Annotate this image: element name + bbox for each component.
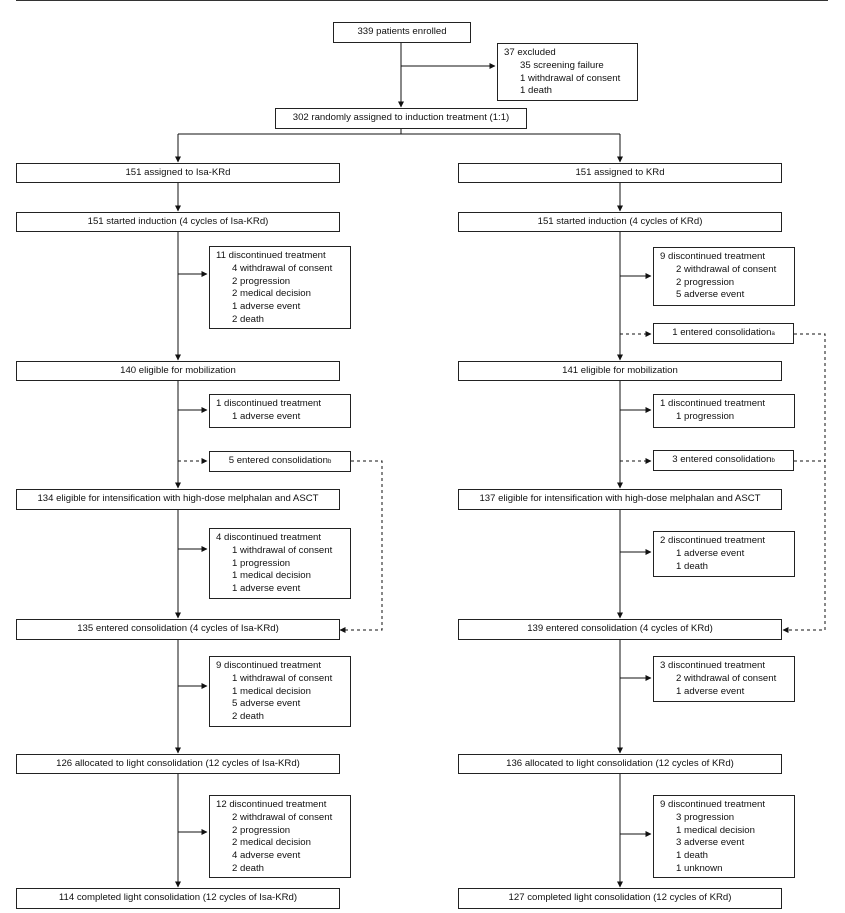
enrolled-text: 339 patients enrolled — [357, 26, 447, 38]
disc-item: 4 withdrawal of consent — [232, 262, 333, 274]
disc-item: 2 death — [232, 862, 265, 874]
disc-item: 2 withdrawal of consent — [676, 672, 777, 684]
disc-head: 9 discontinued treatment — [660, 799, 766, 810]
left-discontinued-box-2: 1 discontinued treatment 1 adverse event — [209, 394, 351, 428]
left-discontinued-box-5: 12 discontinued treatment 2 withdrawal o… — [209, 795, 351, 878]
disc-item: 2 progression — [676, 276, 735, 288]
right-discontinued-box-1: 9 discontinued treatment 2 withdrawal of… — [653, 247, 795, 306]
left-eligible-mob-text: 140 eligible for mobilization — [120, 364, 236, 376]
disc-item: 1 progression — [232, 557, 291, 569]
left-eligible-int-text: 134 eligible for intensification with hi… — [37, 493, 319, 505]
right-eligible-int-text: 137 eligible for intensification with hi… — [479, 493, 761, 505]
left-discontinued-box-1: 11 discontinued treatment 4 withdrawal o… — [209, 246, 351, 329]
disc-item: 1 adverse event — [676, 547, 745, 559]
right-allocated-text: 136 allocated to light consolidation (12… — [506, 757, 734, 769]
left-discontinued-box-4: 9 discontinued treatment 1 withdrawal of… — [209, 656, 351, 727]
disc-item: 5 adverse event — [232, 698, 301, 710]
top-rule — [16, 0, 828, 1]
disc-item: 1 medical decision — [232, 685, 311, 697]
disc-item: 2 progression — [232, 275, 291, 287]
right-assigned-text: 151 assigned to KRd — [575, 166, 665, 178]
excluded-head: 37 excluded — [504, 47, 556, 58]
disc-item: 1 medical decision — [232, 570, 311, 582]
disc-item: 2 withdrawal of consent — [232, 811, 333, 823]
disc-head: 1 discontinued treatment — [660, 398, 766, 409]
disc-item: 2 medical decision — [232, 837, 311, 849]
right-discontinued-box-3: 2 discontinued treatment 1 adverse event… — [653, 531, 795, 577]
right-assigned-box: 151 assigned to KRd — [458, 163, 782, 183]
right-discontinued-box-5: 9 discontinued treatment 3 progression 1… — [653, 795, 795, 878]
left-completed-box: 114 completed light consolidation (12 cy… — [16, 888, 340, 909]
right-allocated-box: 136 allocated to light consolidation (12… — [458, 754, 782, 774]
right-completed-text: 127 completed light consolidation (12 cy… — [508, 892, 732, 904]
left-entered-cons-text: 135 entered consolidation (4 cycles of I… — [77, 623, 279, 635]
disc-item: 4 adverse event — [232, 850, 301, 862]
right-early-cons-text: 3 entered consolidation — [672, 454, 772, 466]
excluded-item: 1 death — [520, 85, 553, 97]
disc-item: 2 progression — [232, 824, 291, 836]
disc-item: 1 medical decision — [676, 824, 755, 836]
dash-right-cons-a-loop — [782, 333, 826, 633]
disc-item: 2 withdrawal of consent — [676, 263, 777, 275]
disc-head: 11 discontinued treatment — [216, 250, 326, 261]
disc-item: 1 adverse event — [232, 301, 301, 313]
right-completed-box: 127 completed light consolidation (12 cy… — [458, 888, 782, 909]
left-discontinued-box-3: 4 discontinued treatment 1 withdrawal of… — [209, 528, 351, 599]
disc-item: 2 death — [232, 711, 265, 723]
right-eligible-mobilization-box: 141 eligible for mobilization — [458, 361, 782, 381]
dash-left-early-cons-loop — [339, 460, 383, 633]
left-started-text: 151 started induction (4 cycles of Isa-K… — [87, 215, 269, 227]
randomized-text: 302 randomly assigned to induction treat… — [292, 112, 510, 124]
right-started-text: 151 started induction (4 cycles of KRd) — [537, 215, 703, 227]
disc-head: 3 discontinued treatment — [660, 660, 766, 671]
left-eligible-mobilization-box: 140 eligible for mobilization — [16, 361, 340, 381]
right-discontinued-box-2: 1 discontinued treatment 1 progression — [653, 394, 795, 428]
disc-item: 1 adverse event — [232, 583, 301, 595]
disc-item: 1 withdrawal of consent — [232, 672, 333, 684]
right-cons-a-text: 1 entered consolidation — [672, 327, 772, 339]
left-assigned-text: 151 assigned to Isa-KRd — [125, 166, 231, 178]
left-allocated-text: 126 allocated to light consolidation (12… — [56, 757, 300, 769]
disc-item: 2 medical decision — [232, 288, 311, 300]
disc-item: 1 adverse event — [232, 410, 301, 422]
left-assigned-box: 151 assigned to Isa-KRd — [16, 163, 340, 183]
enrolled-box: 339 patients enrolled — [333, 22, 471, 43]
disc-item: 1 death — [676, 850, 709, 862]
right-entered-consolidation-box: 139 entered consolidation (4 cycles of K… — [458, 619, 782, 640]
right-eligible-mob-text: 141 eligible for mobilization — [562, 364, 678, 376]
left-completed-text: 114 completed light consolidation (12 cy… — [58, 892, 298, 904]
left-eligible-intensification-box: 134 eligible for intensification with hi… — [16, 489, 340, 510]
disc-head: 1 discontinued treatment — [216, 398, 322, 409]
excluded-box: 37 excluded 35 screening failure 1 withd… — [497, 43, 638, 101]
disc-item: 5 adverse event — [676, 289, 745, 301]
excluded-item: 1 withdrawal of consent — [520, 72, 621, 84]
disc-item: 3 adverse event — [676, 837, 745, 849]
disc-item: 2 death — [232, 313, 265, 325]
disc-item: 1 unknown — [676, 862, 723, 874]
left-early-cons-text: 5 entered consolidation — [228, 455, 328, 467]
randomized-box: 302 randomly assigned to induction treat… — [275, 108, 527, 129]
right-discontinued-box-4: 3 discontinued treatment 2 withdrawal of… — [653, 656, 795, 702]
left-entered-consolidation-box: 135 entered consolidation (4 cycles of I… — [16, 619, 340, 640]
left-allocated-box: 126 allocated to light consolidation (12… — [16, 754, 340, 774]
left-started-box: 151 started induction (4 cycles of Isa-K… — [16, 212, 340, 232]
right-started-box: 151 started induction (4 cycles of KRd) — [458, 212, 782, 232]
disc-item: 3 progression — [676, 811, 735, 823]
right-entered-cons-text: 139 entered consolidation (4 cycles of K… — [527, 623, 713, 635]
disc-item: 1 death — [676, 560, 709, 572]
right-eligible-intensification-box: 137 eligible for intensification with hi… — [458, 489, 782, 510]
disc-head: 2 discontinued treatment — [660, 535, 766, 546]
disc-head: 12 discontinued treatment — [216, 799, 327, 810]
disc-head: 4 discontinued treatment — [216, 532, 322, 543]
disc-head: 9 discontinued treatment — [660, 251, 766, 262]
disc-item: 1 withdrawal of consent — [232, 544, 333, 556]
excluded-item: 35 screening failure — [520, 59, 604, 71]
disc-item: 1 progression — [676, 410, 735, 422]
disc-head: 9 discontinued treatment — [216, 660, 322, 671]
disc-item: 1 adverse event — [676, 685, 745, 697]
